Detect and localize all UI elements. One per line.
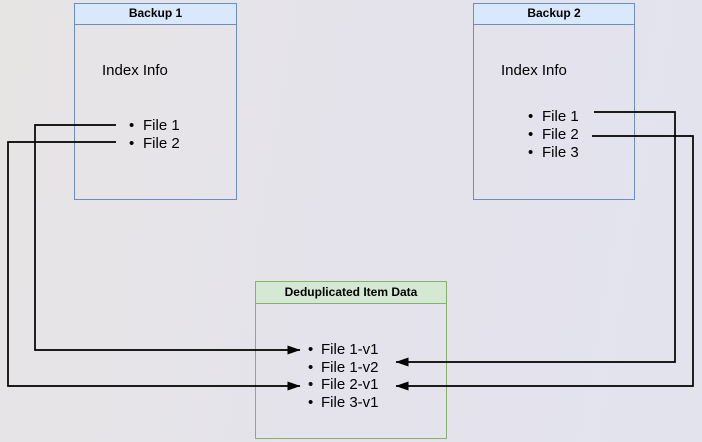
backup2-title: Backup 2 (474, 4, 634, 25)
list-item: File 2-v1 (256, 376, 446, 394)
deduplicated-item-list: File 1-v1File 1-v2File 2-v1File 3-v1 (256, 341, 446, 411)
list-item: File 1-v1 (256, 341, 446, 359)
list-item: File 3 (474, 144, 634, 162)
deduplicated-item-data-box: Deduplicated Item Data File 1-v1File 1-v… (255, 281, 447, 439)
list-item: File 3-v1 (256, 394, 446, 412)
backup2-box: Backup 2 Index Info File 1File 2File 3 (473, 3, 635, 200)
backup1-box: Backup 1 Index Info File 1File 2 (74, 3, 237, 200)
backup1-index-info-label: Index Info (102, 62, 168, 79)
backup2-file-list: File 1File 2File 3 (474, 108, 634, 162)
backup1-title: Backup 1 (75, 4, 236, 25)
list-item: File 1 (75, 117, 236, 135)
list-item: File 1 (474, 108, 634, 126)
list-item: File 2 (75, 135, 236, 153)
backup1-file-list: File 1File 2 (75, 117, 236, 153)
deduplicated-item-data-title: Deduplicated Item Data (256, 282, 446, 304)
backup2-index-info-label: Index Info (501, 62, 567, 79)
list-item: File 1-v2 (256, 359, 446, 377)
list-item: File 2 (474, 126, 634, 144)
